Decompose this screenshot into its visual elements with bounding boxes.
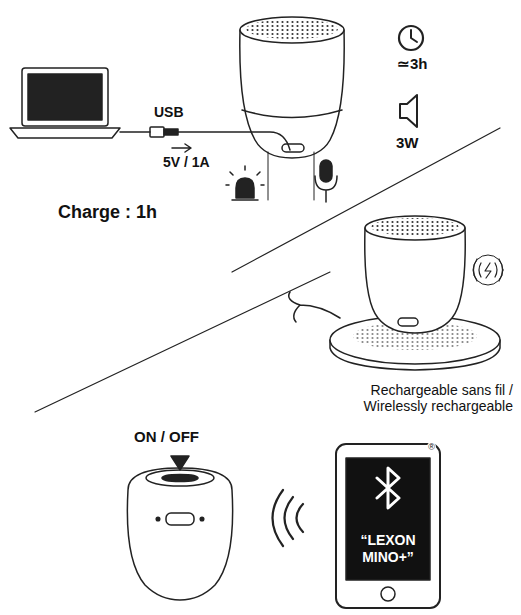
port-label: USB — [154, 104, 184, 120]
phone-screen: ®“LEXON MINO+” — [346, 448, 430, 580]
trademark-mark: ® — [427, 442, 436, 452]
usb-plug — [150, 127, 178, 137]
charge-time: Charge : 1h — [58, 202, 157, 223]
laptop — [10, 68, 120, 138]
loudspeaker-icon — [400, 95, 417, 127]
separator-line — [35, 272, 330, 412]
clock-icon — [399, 26, 423, 50]
usb-cable — [120, 131, 150, 133]
microphone-icon — [315, 160, 337, 202]
signal-waves — [273, 490, 304, 546]
current-arrow — [172, 144, 191, 152]
led-icon — [226, 166, 264, 200]
usb-cable — [178, 132, 290, 150]
speaker — [127, 468, 232, 600]
wireless-charging-icon — [473, 255, 503, 285]
wireless-note: Rechargeable sans fil / Wirelessly recha… — [335, 382, 513, 414]
power-button-label: ON / OFF — [134, 428, 199, 445]
speaker — [240, 17, 344, 200]
speaker — [365, 216, 465, 333]
smartphone — [336, 444, 440, 608]
power-rating: 5V / 1A — [163, 154, 210, 170]
device-name: “LEXON MINO+” — [348, 532, 428, 566]
battery-life: ≃3h — [397, 55, 428, 72]
output-power: 3W — [396, 134, 419, 151]
